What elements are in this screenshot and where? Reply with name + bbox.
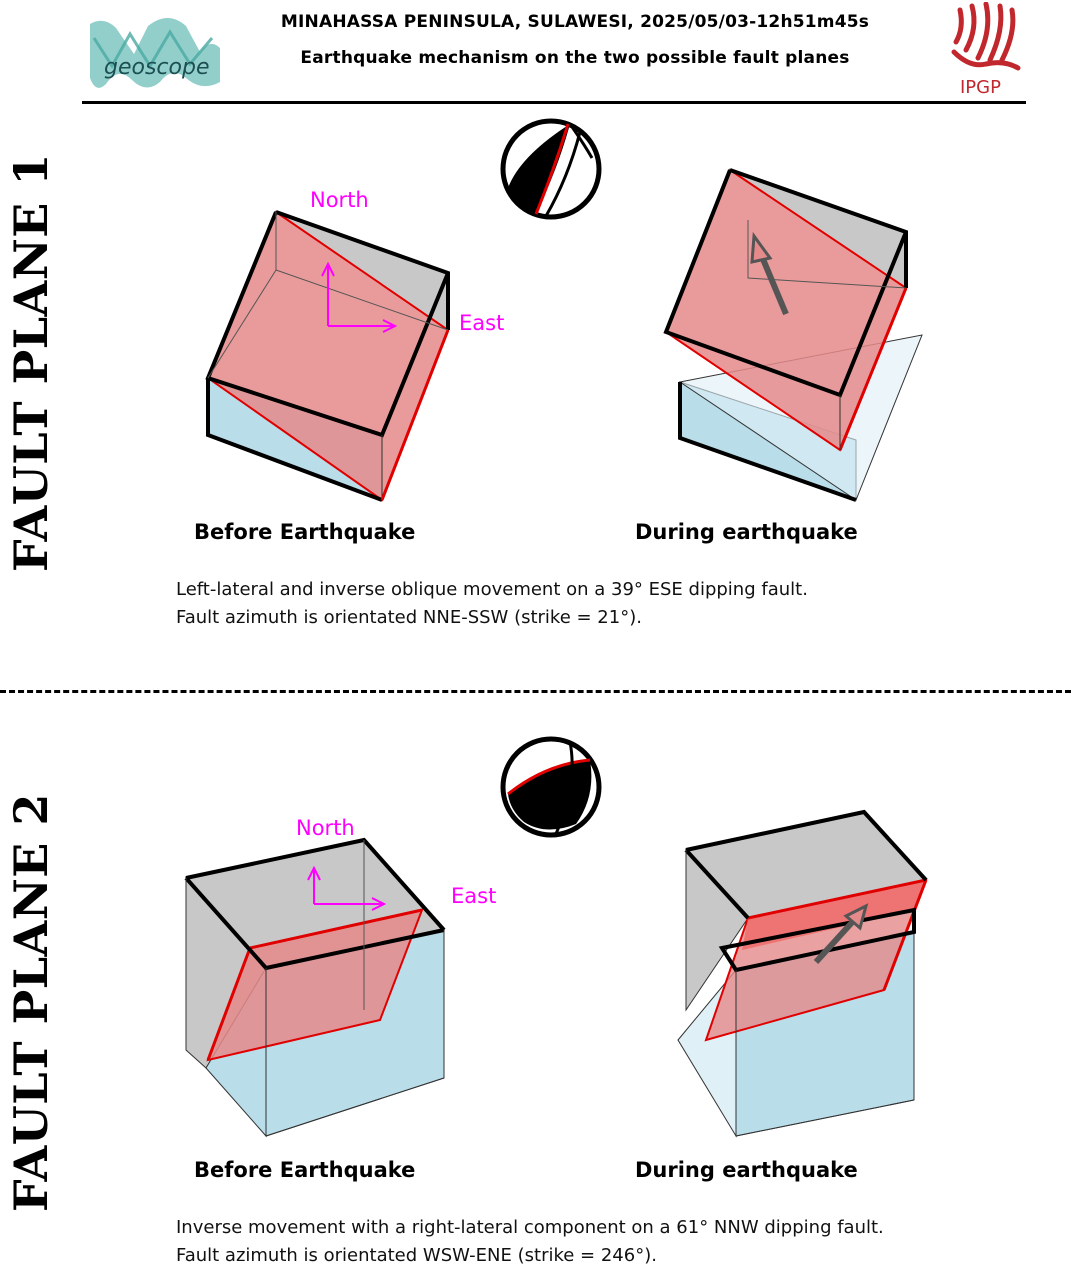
- geoscope-logo: geoscope: [90, 18, 220, 88]
- geoscope-logo-text: geoscope: [104, 55, 209, 80]
- slip-vector-arrow: [813, 903, 869, 965]
- east-label: East: [451, 884, 496, 908]
- page-subtitle: Earthquake mechanism on the two possible…: [300, 48, 850, 68]
- before-earthquake-caption-2: Before Earthquake: [194, 1158, 416, 1182]
- east-label: East: [459, 311, 504, 335]
- description-line: Left-lateral and inverse oblique movemen…: [176, 579, 808, 600]
- fault-plane: [206, 210, 450, 502]
- during-earthquake-caption-2: During earthquake: [635, 1158, 858, 1182]
- slip-vector-arrow: [750, 231, 789, 316]
- ipgp-logo-text: IPGP: [960, 77, 1001, 98]
- description-line: Inverse movement with a right-lateral co…: [176, 1217, 884, 1238]
- during-earthquake-diagram-2: [677, 809, 928, 1138]
- focal-mechanism-beachball: [500, 118, 602, 220]
- north-label: North: [310, 188, 369, 212]
- fault-plane-2-label: FAULT PLANE 2: [4, 793, 58, 1212]
- mechanism-description-1: Left-lateral and inverse oblique movemen…: [176, 576, 808, 632]
- compass-axes: [321, 261, 398, 333]
- mechanism-description-2: Inverse movement with a right-lateral co…: [176, 1214, 884, 1270]
- ipgp-logo: IPGP: [951, 2, 1021, 98]
- north-label: North: [296, 816, 355, 840]
- during-earthquake-caption-1: During earthquake: [635, 520, 858, 544]
- before-earthquake-diagram-2: North East: [184, 816, 496, 1138]
- before-earthquake-caption-1: Before Earthquake: [194, 520, 416, 544]
- header-divider: [82, 101, 1026, 104]
- during-earthquake-diagram-1: [663, 168, 923, 502]
- before-earthquake-diagram-1: North East: [205, 188, 504, 502]
- focal-mechanism-beachball: [500, 736, 602, 838]
- description-line: Fault azimuth is orientated NNE-SSW (str…: [176, 607, 642, 628]
- description-line: Fault azimuth is orientated WSW-ENE (str…: [176, 1245, 657, 1266]
- fault-plane-1-label: FAULT PLANE 1: [4, 153, 58, 572]
- section-separator: [0, 690, 1071, 693]
- compass-axes: [307, 865, 387, 911]
- page-title: MINAHASSA PENINSULA, SULAWESI, 2025/05/0…: [280, 12, 870, 32]
